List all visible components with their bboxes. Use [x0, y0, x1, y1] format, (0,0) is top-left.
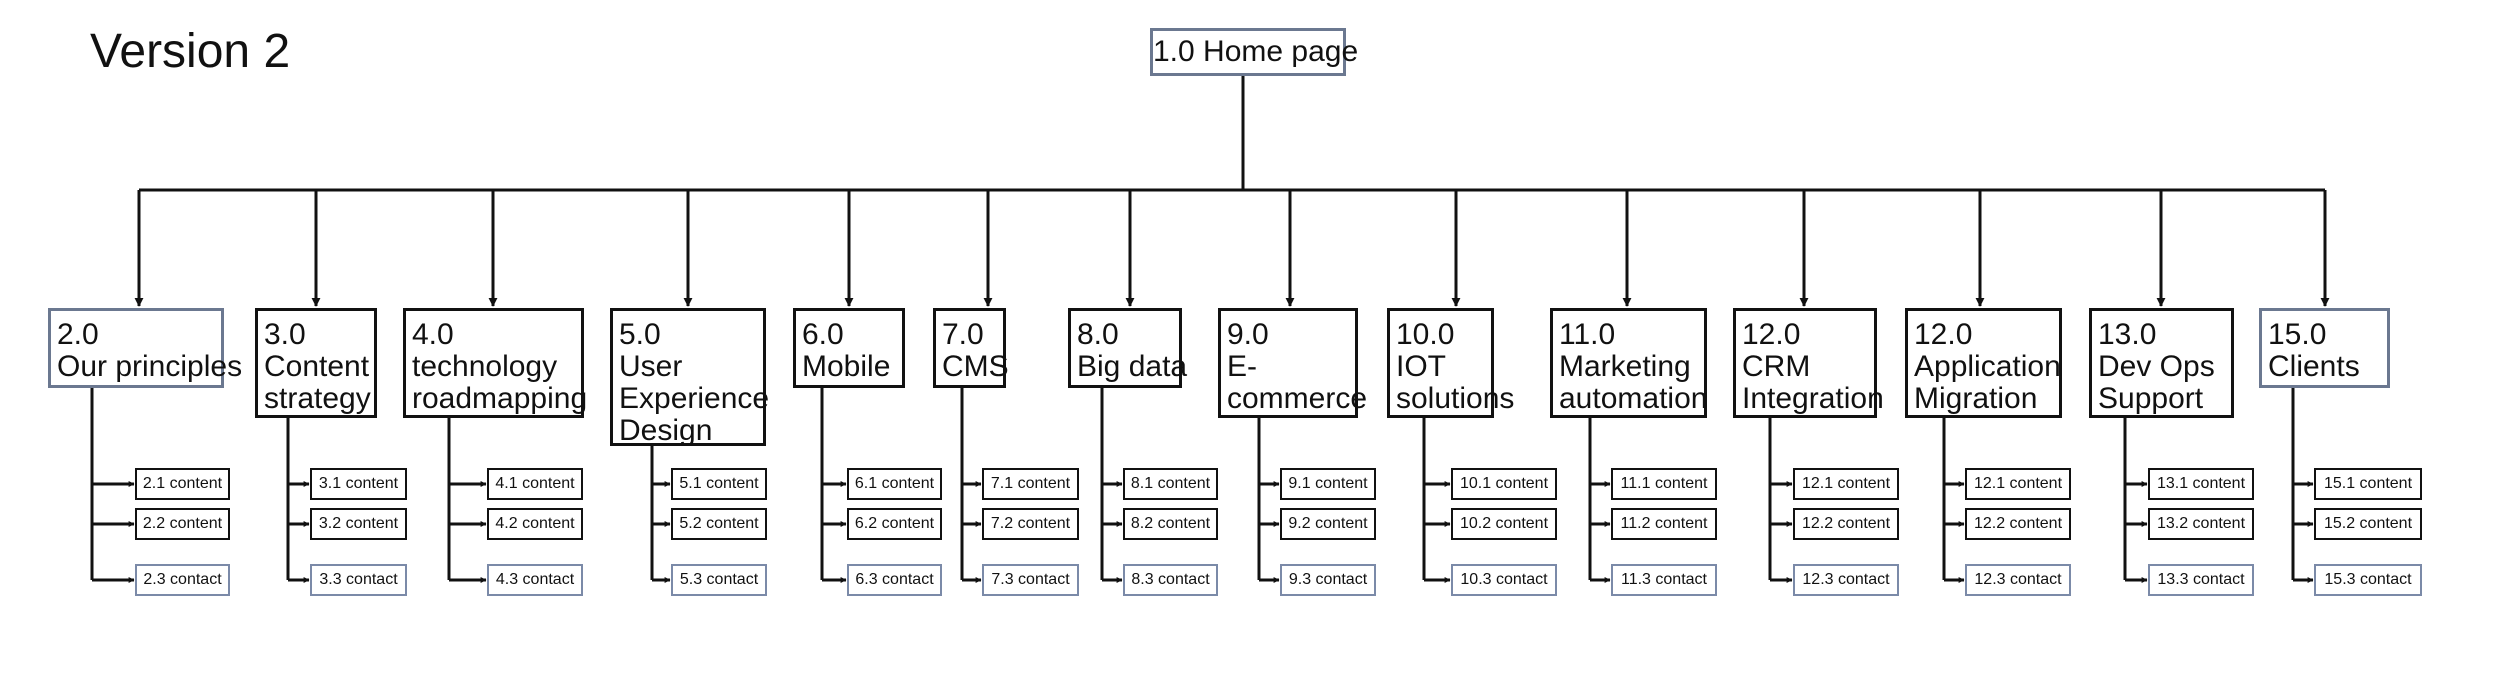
leaf-node-contact[interactable]: 12.3 contact	[1965, 564, 2071, 596]
leaf-node-content[interactable]: 15.2 content	[2314, 508, 2422, 540]
branch-number: 11.0	[1559, 318, 1616, 351]
leaf-node-content[interactable]: 11.1 content	[1611, 468, 1717, 500]
leaf-node-content[interactable]: 4.2 content	[487, 508, 583, 540]
leaf-node-content[interactable]: 15.1 content	[2314, 468, 2422, 500]
leaf-node-content[interactable]: 4.1 content	[487, 468, 583, 500]
root-node-home-page[interactable]: 1.0 Home page	[1150, 28, 1358, 76]
leaf-node-content[interactable]: 3.1 content	[310, 468, 407, 500]
branch-label: E- commerce	[1227, 350, 1368, 415]
branch-number: 9.0	[1227, 318, 1269, 351]
leaf-node-content[interactable]: 6.2 content	[847, 508, 942, 540]
branch-number: 6.0	[802, 318, 844, 351]
leaf-node-content[interactable]: 8.2 content	[1123, 508, 1218, 540]
leaf-node-content[interactable]: 8.1 content	[1123, 468, 1218, 500]
leaf-node-contact[interactable]: 2.3 contact	[135, 564, 230, 596]
leaf-node-content[interactable]: 12.1 content	[1965, 468, 2071, 500]
branch-number: 7.0	[942, 318, 984, 351]
leaf-node-content[interactable]: 2.2 content	[135, 508, 230, 540]
branch-label: Our principles	[57, 350, 243, 383]
leaf-node-content[interactable]: 13.2 content	[2148, 508, 2254, 540]
branch-label: CMS	[942, 350, 1009, 383]
leaf-node-contact[interactable]: 8.3 contact	[1123, 564, 1218, 596]
branch-label: Big data	[1077, 350, 1188, 383]
leaf-node-content[interactable]: 12.2 content	[1965, 508, 2071, 540]
leaf-node-content[interactable]: 12.2 content	[1793, 508, 1899, 540]
leaf-node-contact[interactable]: 13.3 contact	[2148, 564, 2254, 596]
branch-number: 12.0	[1914, 318, 1973, 351]
leaf-node-content[interactable]: 7.2 content	[982, 508, 1079, 540]
leaf-node-content[interactable]: 7.1 content	[982, 468, 1079, 500]
branch-label: User Experience Design	[619, 350, 770, 447]
branch-label: CRM Integration	[1742, 350, 1884, 415]
branch-label: Application Migration	[1914, 350, 2061, 415]
leaf-node-content[interactable]: 10.1 content	[1451, 468, 1557, 500]
branch-number: 5.0	[619, 318, 661, 351]
leaf-node-content[interactable]: 5.1 content	[671, 468, 767, 500]
branch-number: 2.0	[57, 318, 99, 351]
branch-label: Marketing automation	[1559, 350, 1708, 415]
branch-number: 12.0	[1742, 318, 1801, 351]
page-title: Version 2	[90, 25, 291, 78]
leaf-node-content[interactable]: 9.1 content	[1280, 468, 1376, 500]
leaf-node-contact[interactable]: 7.3 contact	[982, 564, 1079, 596]
leaf-node-contact[interactable]: 12.3 contact	[1793, 564, 1899, 596]
leaf-node-content[interactable]: 11.2 content	[1611, 508, 1717, 540]
leaf-node-contact[interactable]: 4.3 contact	[487, 564, 583, 596]
leaf-node-content[interactable]: 3.2 content	[310, 508, 407, 540]
branch-label: Dev Ops Support	[2098, 350, 2215, 415]
branch-number: 8.0	[1077, 318, 1119, 351]
leaf-node-content[interactable]: 6.1 content	[847, 468, 942, 500]
branch-label: Content strategy	[264, 350, 371, 415]
leaf-node-content[interactable]: 5.2 content	[671, 508, 767, 540]
leaf-node-contact[interactable]: 9.3 contact	[1280, 564, 1376, 596]
leaf-node-content[interactable]: 13.1 content	[2148, 468, 2254, 500]
leaf-node-contact[interactable]: 5.3 contact	[671, 564, 767, 596]
branch-number: 10.0	[1396, 318, 1455, 351]
branch-label: IOT solutions	[1396, 350, 1515, 415]
leaf-node-contact[interactable]: 3.3 contact	[310, 564, 407, 596]
branch-label: Mobile	[802, 350, 891, 383]
leaf-node-contact[interactable]: 15.3 contact	[2314, 564, 2422, 596]
branch-label: Clients	[2268, 350, 2360, 383]
leaf-node-content[interactable]: 9.2 content	[1280, 508, 1376, 540]
branch-number: 13.0	[2098, 318, 2157, 351]
leaf-node-contact[interactable]: 6.3 contact	[847, 564, 942, 596]
leaf-node-content[interactable]: 2.1 content	[135, 468, 230, 500]
leaf-node-contact[interactable]: 11.3 contact	[1611, 564, 1717, 596]
branch-number: 3.0	[264, 318, 306, 351]
leaf-node-content[interactable]: 10.2 content	[1451, 508, 1557, 540]
leaf-node-contact[interactable]: 10.3 contact	[1451, 564, 1557, 596]
branch-number: 4.0	[412, 318, 454, 351]
branch-number: 15.0	[2268, 318, 2327, 351]
branch-label: technology roadmapping	[412, 350, 588, 415]
leaf-node-content[interactable]: 12.1 content	[1793, 468, 1899, 500]
